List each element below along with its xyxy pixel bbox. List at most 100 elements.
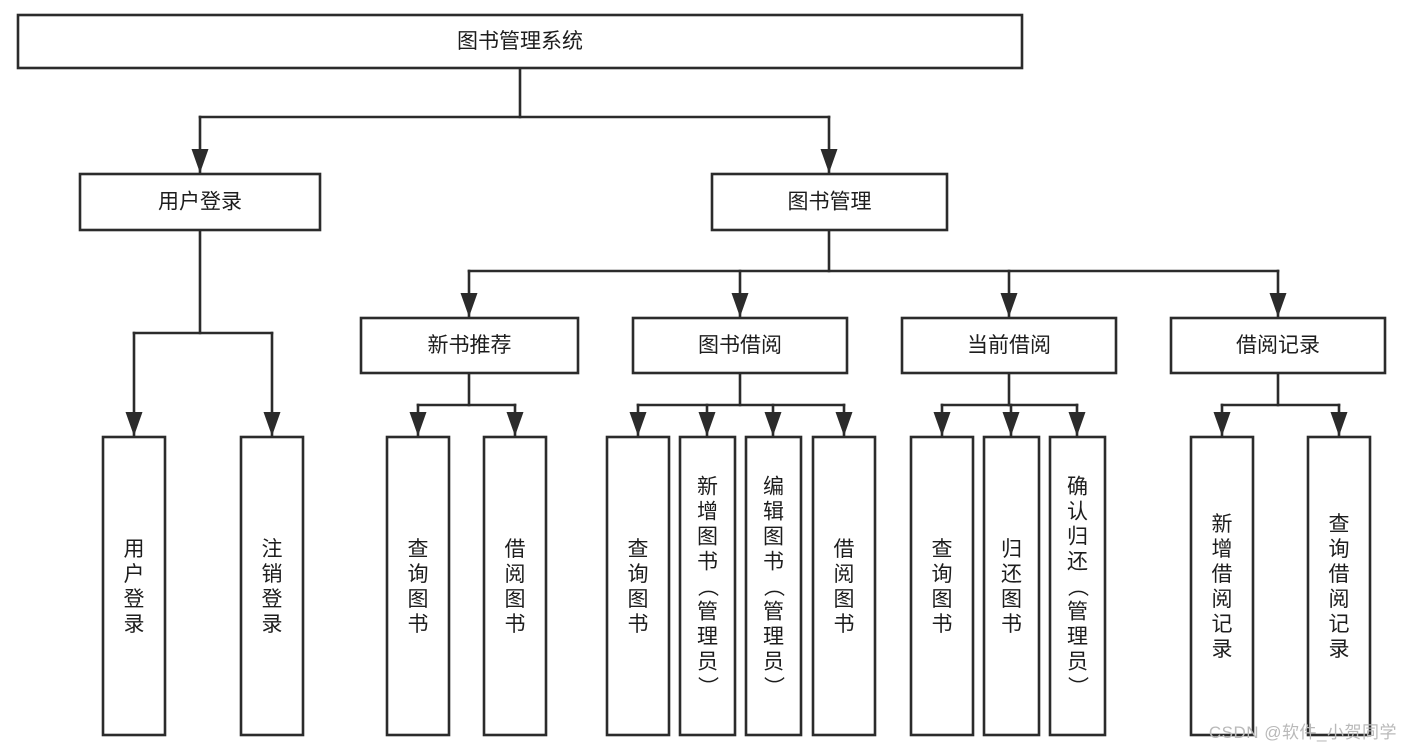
node-leaf-confirm-return-admin-char: 认	[1067, 501, 1088, 524]
node-leaf-add-book-admin-char: （	[696, 576, 719, 597]
node-borrow-record-rect	[1169, 316, 1387, 375]
arrow-head-icon	[933, 412, 951, 436]
arrow-head-icon	[125, 412, 143, 436]
node-leaf-add-borrow-record-rect	[1189, 435, 1255, 737]
node-leaf-user-login-char: 登	[124, 588, 145, 611]
watermark-label: CSDN @软件_小贺同学	[1208, 723, 1397, 742]
node-new-book-recommend[interactable]: 新书推荐	[359, 316, 580, 375]
node-leaf-query-book-recommend-char: 图	[408, 588, 429, 611]
node-leaf-edit-book-admin-char: 管	[763, 601, 784, 624]
node-leaf-confirm-return-admin-char: 归	[1067, 526, 1088, 549]
node-leaf-return-book-char: 归	[1001, 538, 1022, 561]
node-leaf-add-book-admin-char: 新	[697, 476, 718, 499]
node-leaf-query-borrow-record-char: 借	[1329, 563, 1350, 586]
node-leaf-borrow-book-recommend-rect	[482, 435, 548, 737]
node-leaf-add-book-admin-char: 增	[697, 501, 718, 524]
node-borrow-record[interactable]: 借阅记录	[1169, 316, 1387, 375]
node-user-login-label: 用户登录	[158, 191, 242, 214]
node-current-borrow-rect	[900, 316, 1118, 375]
node-leaf-edit-book-admin-char: （	[762, 576, 785, 597]
node-leaf-confirm-return-admin-char: 理	[1067, 626, 1088, 649]
node-new-book-recommend-label: 新书推荐	[428, 334, 512, 357]
node-root-rect	[16, 13, 1024, 70]
node-leaf-query-book-recommend-char: 查	[408, 538, 429, 561]
node-leaf-confirm-return-admin-char: 还	[1067, 551, 1088, 574]
node-leaf-add-book-admin-char: 图	[697, 526, 718, 549]
node-book-borrow-label: 图书借阅	[698, 334, 782, 357]
node-leaf-confirm-return-admin-rect	[1048, 435, 1107, 737]
node-leaf-query-book-current-char: 书	[932, 613, 953, 636]
arrow-head-icon	[835, 412, 853, 436]
node-leaf-add-book-admin-char: 理	[697, 626, 718, 649]
node-current-borrow-label: 当前借阅	[967, 334, 1051, 357]
node-leaf-query-borrow-record-char: 记	[1329, 613, 1350, 636]
node-leaf-borrow-book-rect	[811, 435, 877, 737]
arrow-head-icon	[460, 293, 478, 317]
node-leaf-borrow-book-recommend-char: 书	[505, 613, 526, 636]
node-leaf-borrow-book-char: 图	[834, 588, 855, 611]
node-leaf-user-login-char: 户	[124, 563, 145, 586]
node-leaf-query-book-borrow-char: 询	[628, 563, 649, 586]
node-leaf-add-borrow-record-char: 增	[1212, 538, 1233, 561]
node-leaf-user-login-char: 用	[124, 538, 145, 561]
node-leaf-edit-book-admin-char: 编	[763, 476, 784, 499]
arrow-head-icon	[263, 412, 281, 436]
node-leaf-logout-rect	[239, 435, 305, 737]
node-current-borrow[interactable]: 当前借阅	[900, 316, 1118, 375]
arrow-head-icon	[409, 412, 427, 436]
node-leaf-return-book-char: 图	[1001, 588, 1022, 611]
node-leaf-return-book-char: 书	[1001, 613, 1022, 636]
node-leaf-confirm-return-admin-char: 管	[1067, 601, 1088, 624]
node-root[interactable]: 图书管理系统	[16, 13, 1024, 70]
node-leaf-logout-char: 录	[262, 613, 283, 636]
node-leaf-query-book-borrow-char: 查	[628, 538, 649, 561]
node-leaf-add-book-admin-rect	[678, 435, 737, 737]
node-leaf-edit-book-admin-char: 理	[763, 626, 784, 649]
arrow-head-icon	[820, 149, 838, 173]
node-leaf-add-borrow-record-char: 新	[1212, 513, 1233, 536]
node-leaf-return-book-rect	[982, 435, 1041, 737]
node-leaf-query-borrow-record-char: 查	[1329, 513, 1350, 536]
node-leaf-user-login-char: 录	[124, 613, 145, 636]
node-leaf-add-borrow-record-char: 记	[1212, 613, 1233, 636]
node-leaf-edit-book-admin-rect	[744, 435, 803, 737]
node-leaf-borrow-book-char: 借	[834, 538, 855, 561]
node-leaf-user-login[interactable]: 用户登录	[101, 435, 167, 737]
node-leaf-borrow-book-recommend-char: 借	[505, 538, 526, 561]
node-user-login[interactable]: 用户登录	[78, 172, 322, 232]
node-leaf-confirm-return-admin-char: ）	[1066, 676, 1089, 697]
node-book-management[interactable]: 图书管理	[710, 172, 949, 232]
node-leaf-query-book-current-rect	[909, 435, 975, 737]
node-leaf-edit-book-admin-char: 图	[763, 526, 784, 549]
arrow-head-icon	[1002, 412, 1020, 436]
arrow-head-icon	[698, 412, 716, 436]
arrow-head-icon	[191, 149, 209, 173]
node-leaf-add-book-admin-char: 书	[697, 551, 718, 574]
node-leaf-edit-book-admin-char: ）	[762, 676, 785, 697]
node-leaf-query-borrow-record-rect	[1306, 435, 1372, 737]
node-user-login-rect	[78, 172, 322, 232]
node-borrow-record-label: 借阅记录	[1236, 334, 1320, 357]
node-leaf-query-borrow-record-char: 录	[1329, 638, 1350, 661]
node-leaf-query-borrow-record-char: 询	[1329, 538, 1350, 561]
node-leaf-add-borrow-record-char: 录	[1212, 638, 1233, 661]
node-leaf-add-book-admin-char: 员	[697, 651, 718, 674]
node-leaf-query-book-borrow-char: 书	[628, 613, 649, 636]
node-book-borrow[interactable]: 图书借阅	[631, 316, 849, 375]
node-leaf-confirm-return-admin-char: （	[1066, 576, 1089, 597]
node-leaf-query-book-recommend-char: 书	[408, 613, 429, 636]
